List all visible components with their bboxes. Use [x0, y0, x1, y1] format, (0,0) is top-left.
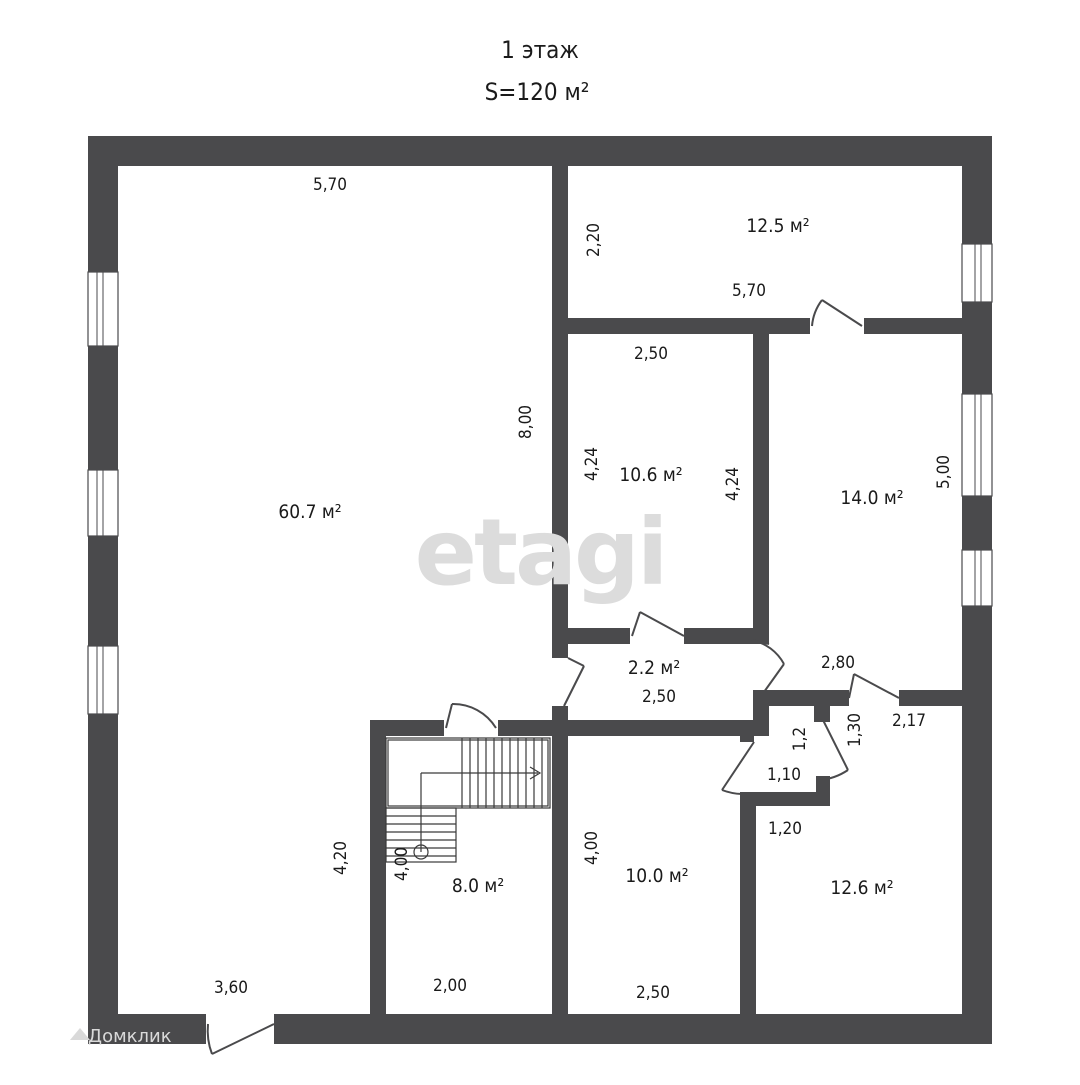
stair-direction-arrow [413, 766, 542, 860]
dim-stair-bottom: 2,00 [433, 976, 467, 996]
dim-bath-height-b: 1,30 [845, 713, 865, 747]
dim-middle-right: 4,24 [723, 467, 743, 501]
room-area-middle: 10.6 м² [619, 464, 682, 486]
dim-top-room-height: 2,20 [584, 223, 604, 257]
dim-hall-width: 2,50 [642, 687, 676, 707]
window-left-3 [87, 645, 119, 715]
room-area-right: 14.0 м² [840, 487, 903, 509]
door-entrance [206, 1023, 275, 1055]
dim-bath-height-a: 1,2 [790, 727, 810, 751]
dim-bath-width: 1,10 [767, 765, 801, 785]
brand-logo: Домклик [70, 1026, 172, 1047]
door-10-6 [631, 611, 685, 637]
window-right-2 [961, 393, 993, 497]
house-icon [70, 1028, 90, 1040]
room-area-bottom-middle: 10.0 м² [625, 865, 688, 887]
dim-bottom-middle-width: 2,50 [636, 983, 670, 1003]
floor-title: 1 этаж [501, 36, 579, 64]
door-12-5 [811, 299, 863, 327]
dim-bottom-middle-height: 4,00 [582, 831, 602, 865]
brand-text: Домклик [88, 1026, 172, 1047]
dim-bath-lower: 1,20 [768, 819, 802, 839]
dim-middle-top: 2,50 [634, 344, 668, 364]
room-area-hall: 2.2 м² [628, 657, 680, 679]
room-area-stair: 8.0 м² [452, 875, 504, 897]
dim-middle-left: 4,24 [582, 447, 602, 481]
interior-walls [370, 166, 962, 1014]
window-right-1 [961, 243, 993, 303]
room-area-bottom-right: 12.6 м² [830, 877, 893, 899]
window-left-2 [87, 469, 119, 537]
staircase [385, 737, 551, 863]
door-living [563, 657, 585, 707]
room-area-top-right: 12.5 м² [746, 215, 809, 237]
door-hall-right [751, 639, 785, 693]
window-left-1 [87, 271, 119, 347]
dim-stair-height: 4,00 [392, 847, 412, 881]
doors [206, 299, 900, 1055]
dim-living-bottom: 3,60 [214, 978, 248, 998]
windows [87, 243, 993, 715]
room-area-living: 60.7 м² [278, 501, 341, 523]
dim-corridor-right: 2,17 [892, 711, 926, 731]
dim-corridor-width: 2,80 [821, 653, 855, 673]
dim-living-height: 8,00 [516, 405, 536, 439]
total-area: S=120 м² [485, 78, 590, 106]
dim-right-room-height: 5,00 [934, 455, 954, 489]
door-corridor [848, 673, 900, 699]
door-stair-room [445, 702, 497, 729]
dim-living-left-lower: 4,20 [331, 841, 351, 875]
watermark-etagi: etagi [415, 499, 666, 606]
window-right-3 [961, 549, 993, 607]
door-bathroom [721, 717, 849, 795]
dim-living-top: 5,70 [313, 175, 347, 195]
dim-top-room-width: 5,70 [732, 281, 766, 301]
